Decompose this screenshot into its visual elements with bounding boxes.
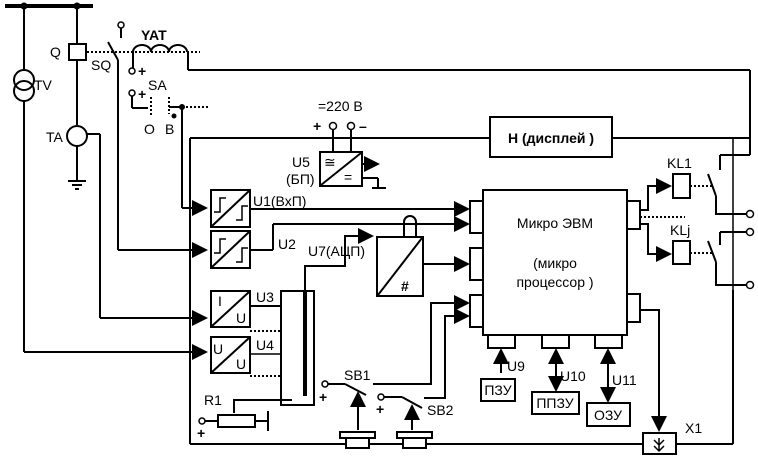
microcomputer — [469, 189, 641, 349]
u1-label: U1(ВхП) — [253, 193, 306, 209]
u5-label: U5 — [292, 154, 310, 170]
multiplexer — [233, 228, 374, 413]
mcu-title: Микро ЭВМ — [517, 215, 593, 231]
connector-x1 — [640, 309, 677, 455]
adc-u7 — [376, 215, 470, 297]
display-h — [489, 116, 613, 158]
voltage-transformer-tv — [13, 6, 208, 360]
sb1-label: SB1 — [344, 367, 371, 383]
mcu-subtitle-1: (микро — [533, 255, 577, 271]
x1-label: X1 — [685, 420, 702, 436]
u4-output-symbol: U — [236, 356, 246, 372]
plus-supply: + — [313, 118, 321, 134]
plus-yat: + — [138, 63, 146, 79]
resistor-r1 — [198, 411, 269, 431]
display-label: Н (дисплей ) — [508, 130, 594, 146]
plus-sa: + — [138, 86, 146, 102]
output-relays — [640, 138, 755, 290]
u7-label: U7(АЦП) — [308, 243, 365, 259]
pushbuttons — [321, 295, 470, 449]
breaker-q — [66, 6, 208, 326]
svg-text:=: = — [344, 169, 352, 185]
u11-label: U11 — [612, 372, 637, 388]
plus-sb1: + — [319, 389, 327, 405]
sa-on-label: B — [165, 121, 174, 137]
internal-rails — [189, 137, 750, 445]
busbar — [5, 2, 93, 10]
yat-label: YAT — [141, 27, 167, 43]
adc-digital-symbol: # — [401, 278, 409, 294]
plus-r1: + — [197, 425, 205, 441]
input-converter-u2 — [210, 216, 470, 269]
input-converter-u1 — [210, 189, 470, 228]
u3-input-symbol: I — [218, 293, 222, 309]
memory-units — [480, 348, 631, 427]
u9-label: U9 — [507, 358, 525, 374]
eeprom-label: ППЗУ — [536, 395, 573, 411]
ram-label: ОЗУ — [594, 407, 622, 423]
klj-label: KLj — [670, 222, 690, 238]
sq-label: SQ — [91, 57, 111, 73]
mcu-subtitle-2: процессор ) — [516, 274, 593, 290]
rom-label: ПЗУ — [484, 382, 511, 398]
u10-label: U10 — [560, 368, 586, 384]
u3-output-symbol: U — [236, 310, 246, 326]
u4-input-symbol: U — [213, 341, 223, 357]
tv-label: TV — [34, 77, 53, 93]
power-supply-u5: ≅= — [319, 121, 386, 189]
svg-text:≅: ≅ — [324, 154, 336, 170]
u3-label: U3 — [256, 289, 274, 305]
u4-label: U4 — [256, 337, 274, 353]
sa-label: SA — [148, 77, 167, 93]
r1-label: R1 — [204, 392, 222, 408]
kl1-label: KL1 — [667, 155, 692, 171]
sb2-label: SB2 — [427, 402, 454, 418]
trip-coil-yat — [128, 44, 751, 155]
minus-supply: – — [359, 118, 367, 134]
voltage-converter-u4 — [210, 330, 292, 377]
q-label: Q — [50, 44, 61, 60]
control-switch-sa — [128, 89, 210, 216]
plus-sb2: + — [376, 401, 384, 417]
limit-switch-sq — [107, 21, 208, 258]
sa-off-label: O — [144, 121, 155, 137]
u2-label: U2 — [278, 236, 296, 252]
supply-voltage-label: =220 В — [318, 98, 363, 114]
u5-sub-label: (БП) — [286, 171, 315, 187]
ta-label: TA — [46, 129, 64, 145]
